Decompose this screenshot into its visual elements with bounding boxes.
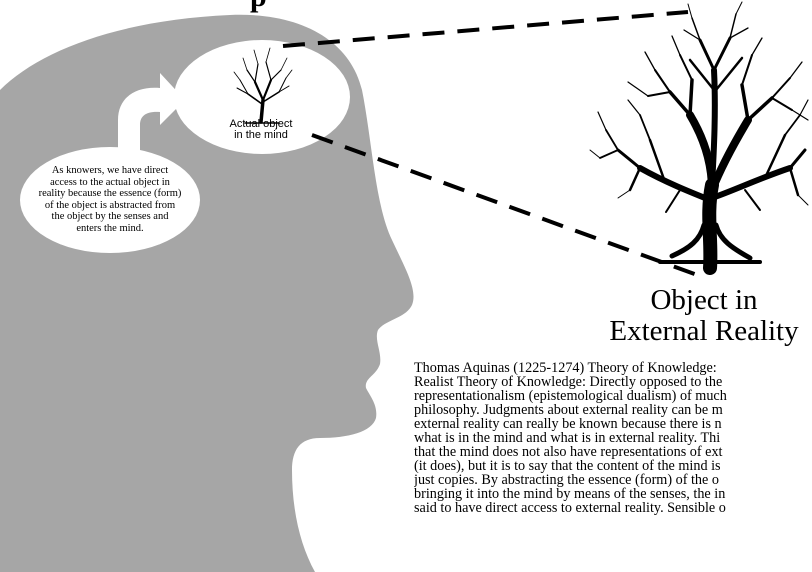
description-line: Thomas Aquinas (1225-1274) Theory of Kno… <box>414 361 717 376</box>
mind-label-line: in the mind <box>234 129 288 141</box>
knowers-bubble <box>20 147 200 253</box>
description-line: said to have direct access to external r… <box>414 500 726 516</box>
description-line: bringing it into the mind by means of th… <box>414 486 726 502</box>
tree-icon-small <box>233 47 293 124</box>
knowers-line: access to the actual object in <box>50 176 170 188</box>
knowers-line: reality because the essence (form) <box>38 188 182 199</box>
external-title-line: External Reality <box>609 315 799 347</box>
knowers-line: enters the mind. <box>76 222 144 234</box>
description-line: external reality can really be known bec… <box>414 416 722 432</box>
knowers-line: of the object is abstracted from <box>44 199 176 211</box>
external-object-title: Object in External Reality <box>584 285 812 347</box>
description-line: just copies. By abstracting the essence … <box>414 472 719 488</box>
description-line: representationalism (epistemological dua… <box>414 388 727 404</box>
mind-label-line: Actual object <box>229 118 293 130</box>
mind-object-label: Actual object in the mind <box>207 119 315 141</box>
dashed-line-top <box>282 10 689 48</box>
description-line: philosophy. Judgments about external rea… <box>414 402 723 418</box>
knowers-line: the object by the senses and <box>51 211 169 222</box>
title-fragment: p <box>250 0 267 14</box>
external-title-line: Object in <box>650 284 758 316</box>
description-line: Realist Theory of Knowledge: Directly op… <box>414 374 723 390</box>
knowers-description: As knowers, we have direct access to the… <box>31 165 189 234</box>
knowers-line: As knowers, we have direct <box>51 165 169 176</box>
description-line: (it does), but it is to say that the con… <box>414 458 721 474</box>
description-line: what is in the mind and what is in exter… <box>414 430 721 446</box>
description-line: that the mind does not also have represe… <box>414 444 723 460</box>
tree-icon-large <box>589 1 809 275</box>
aquinas-description: Thomas Aquinas (1225-1274) Theory of Kno… <box>414 361 812 572</box>
